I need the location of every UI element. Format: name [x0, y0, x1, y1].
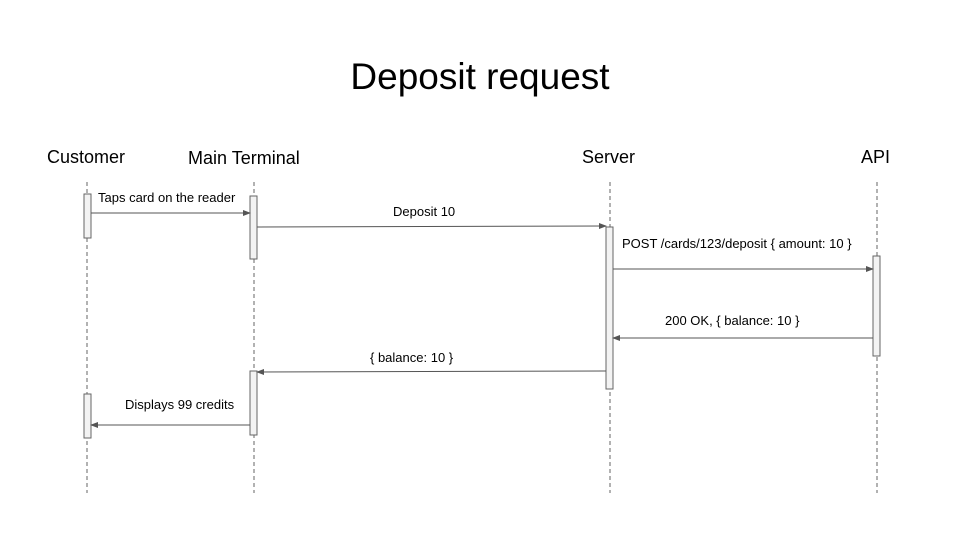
- message-label-post: POST /cards/123/deposit { amount: 10 }: [622, 236, 852, 251]
- activation-customer-1: [83, 193, 92, 239]
- activation-customer-2: [83, 393, 92, 439]
- participant-api: API: [861, 147, 891, 167]
- message-label-200-ok: 200 OK, { balance: 10 }: [665, 313, 800, 328]
- message-label-balance: { balance: 10 }: [370, 350, 454, 365]
- message-arrow-balance: [256, 368, 607, 375]
- activation-terminal-2: [249, 370, 258, 436]
- message-label-displays: Displays 99 credits: [125, 397, 235, 412]
- message-arrow-deposit: [256, 223, 607, 230]
- participant-customer: Customer: [47, 147, 126, 167]
- diagram-title: Deposit request: [350, 56, 610, 97]
- activation-terminal-1: [249, 195, 258, 260]
- participant-main-terminal: Main Terminal: [188, 148, 300, 168]
- activation-server: [605, 226, 614, 390]
- activation-api: [872, 255, 881, 357]
- message-label-taps-card: Taps card on the reader: [98, 190, 236, 205]
- message-label-deposit: Deposit 10: [393, 204, 456, 219]
- participant-server: Server: [582, 147, 636, 167]
